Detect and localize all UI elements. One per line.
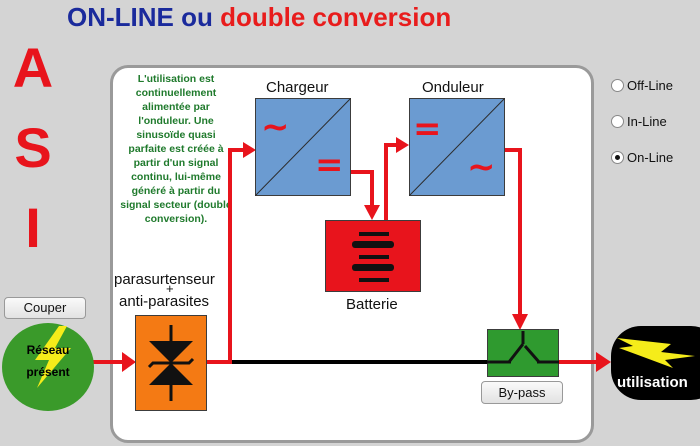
asi-letter-a: A [12, 36, 54, 99]
battery-box [325, 220, 421, 292]
arrow-head-utilisation [596, 352, 611, 372]
radio-label-on-line: On-Line [627, 150, 674, 165]
lightning-icon [35, 326, 71, 388]
chargeur-label: Chargeur [266, 79, 329, 96]
suppressor-bottom-triangle [149, 363, 193, 385]
onduleur-box: = ~ [409, 98, 505, 196]
arrow-head-reseau [122, 352, 136, 372]
couper-button[interactable]: Couper [4, 297, 86, 319]
parasurtenseur-box [135, 315, 207, 411]
page-title: ON-LINE ou double conversion [67, 2, 451, 33]
arrow-head-chargeur [243, 142, 256, 158]
arrow-head-onduleur [396, 137, 409, 153]
radio-on-line[interactable]: On-Line [611, 150, 673, 165]
arrow-head-batterie [364, 205, 380, 220]
chargeur-dc-symbol: = [315, 145, 344, 185]
battery-cell [359, 232, 389, 236]
parasurtenseur-label: parasurtenseur [114, 271, 215, 288]
title-part1: ON-LINE ou [67, 2, 221, 32]
plus-label: + [166, 281, 174, 296]
asi-letter-i: I [25, 196, 41, 259]
bypass-switch [487, 329, 559, 377]
suppressor-top-triangle [149, 341, 193, 363]
battery-cell [352, 241, 394, 248]
suppressor-bar [147, 357, 195, 369]
utilisation-box [611, 326, 700, 400]
anti-parasites-label: anti-parasites [119, 293, 210, 310]
radio-in-line[interactable]: In-Line [611, 114, 667, 129]
description-text: L'utilisation est continuellement alimen… [120, 73, 232, 225]
arrow-to-chargeur [207, 148, 245, 364]
reseau-line2: présent [26, 365, 70, 379]
radio-button[interactable] [611, 115, 624, 128]
radio-label-off-line: Off-Line [627, 78, 674, 93]
battery-cell [352, 264, 394, 271]
battery-cell [359, 278, 389, 282]
arrow-to-switch [505, 148, 522, 316]
bypass-button[interactable]: By-pass [481, 381, 563, 404]
onduleur-ac-symbol: ~ [467, 147, 496, 187]
radio-off-line[interactable]: Off-Line [611, 78, 673, 93]
radio-button-checked[interactable] [611, 151, 624, 164]
title-part2: double conversion [220, 2, 452, 32]
chargeur-box: ~ = [255, 98, 351, 196]
onduleur-dc-symbol: = [413, 109, 442, 149]
arrow-to-batterie [350, 170, 374, 206]
arrow-head-switch [512, 314, 528, 330]
arrow-to-onduleur [384, 143, 398, 220]
chargeur-ac-symbol: ~ [261, 107, 290, 147]
radio-button[interactable] [611, 79, 624, 92]
reseau-line1: Réseau [26, 343, 70, 357]
utilisation-label: utilisation [617, 374, 688, 391]
asi-letter-s: S [14, 116, 52, 179]
batterie-label: Batterie [346, 296, 398, 313]
battery-cell [359, 255, 389, 259]
radio-label-in-line: In-Line [627, 114, 667, 129]
onduleur-label: Onduleur [422, 79, 484, 96]
lightning-icon [617, 338, 695, 368]
reseau-circle[interactable] [1, 322, 95, 412]
